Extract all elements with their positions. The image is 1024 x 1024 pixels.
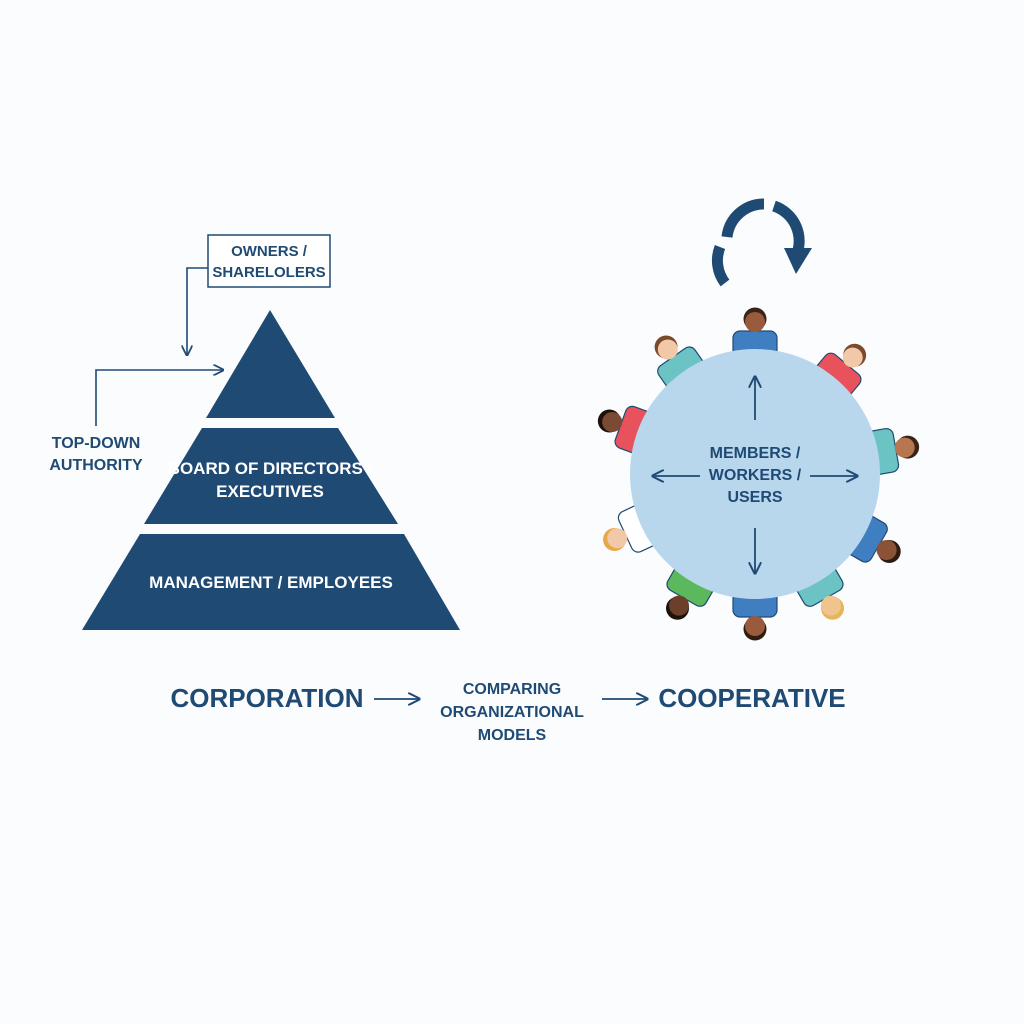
person-head — [821, 595, 841, 616]
comparing-label-line3: MODELS — [478, 727, 547, 744]
person-head — [876, 540, 897, 560]
top-down-label-line1: TOP-DOWN — [52, 435, 141, 452]
comparing-label-line1: COMPARING — [463, 681, 561, 698]
person-7 — [666, 562, 716, 620]
owners-box: OWNERS / SHARELOLERS — [207, 234, 331, 288]
person-head — [894, 437, 915, 458]
corporation-pyramid: BOARD OF DIRECTORS / EXECUTIVES MANAGEME… — [82, 310, 460, 630]
circular-arrows-icon — [711, 198, 812, 287]
members-label-line3: USERS — [727, 489, 782, 506]
cooperative-title: COOPERATIVE — [658, 683, 845, 713]
members-label-line1: MEMBERS / — [710, 445, 801, 462]
owners-arrow — [187, 267, 208, 354]
board-label-line2: EXECUTIVES — [216, 482, 324, 501]
owners-label-line2: SHARELOLERS — [212, 264, 325, 281]
owners-label-line1: OWNERS / — [231, 243, 308, 260]
pyramid-bottom-tier — [82, 534, 460, 630]
person-4 — [843, 513, 901, 563]
person-5 — [794, 562, 844, 620]
board-label-line1: BOARD OF DIRECTORS / — [168, 459, 373, 478]
person-head — [602, 412, 623, 433]
person-head — [607, 528, 628, 549]
comparing-label-line2: ORGANIZATIONAL — [440, 704, 584, 721]
corporation-title: CORPORATION — [170, 683, 363, 713]
management-label: MANAGEMENT / EMPLOYEES — [149, 573, 393, 592]
top-down-arrow — [95, 370, 222, 426]
person-head — [745, 312, 765, 332]
pyramid-top-tier — [206, 310, 335, 418]
person-head — [745, 616, 765, 636]
person-head — [669, 595, 689, 616]
person-head — [657, 339, 678, 360]
top-down-label-line2: AUTHORITY — [49, 457, 143, 474]
pyramid-middle-tier — [144, 428, 398, 524]
person-2 — [813, 343, 867, 400]
members-circle — [630, 349, 880, 599]
members-label-line2: WORKERS / — [709, 467, 802, 484]
owners-box-frame — [207, 234, 331, 288]
four-way-arrows — [654, 378, 856, 572]
person-head — [842, 347, 863, 368]
